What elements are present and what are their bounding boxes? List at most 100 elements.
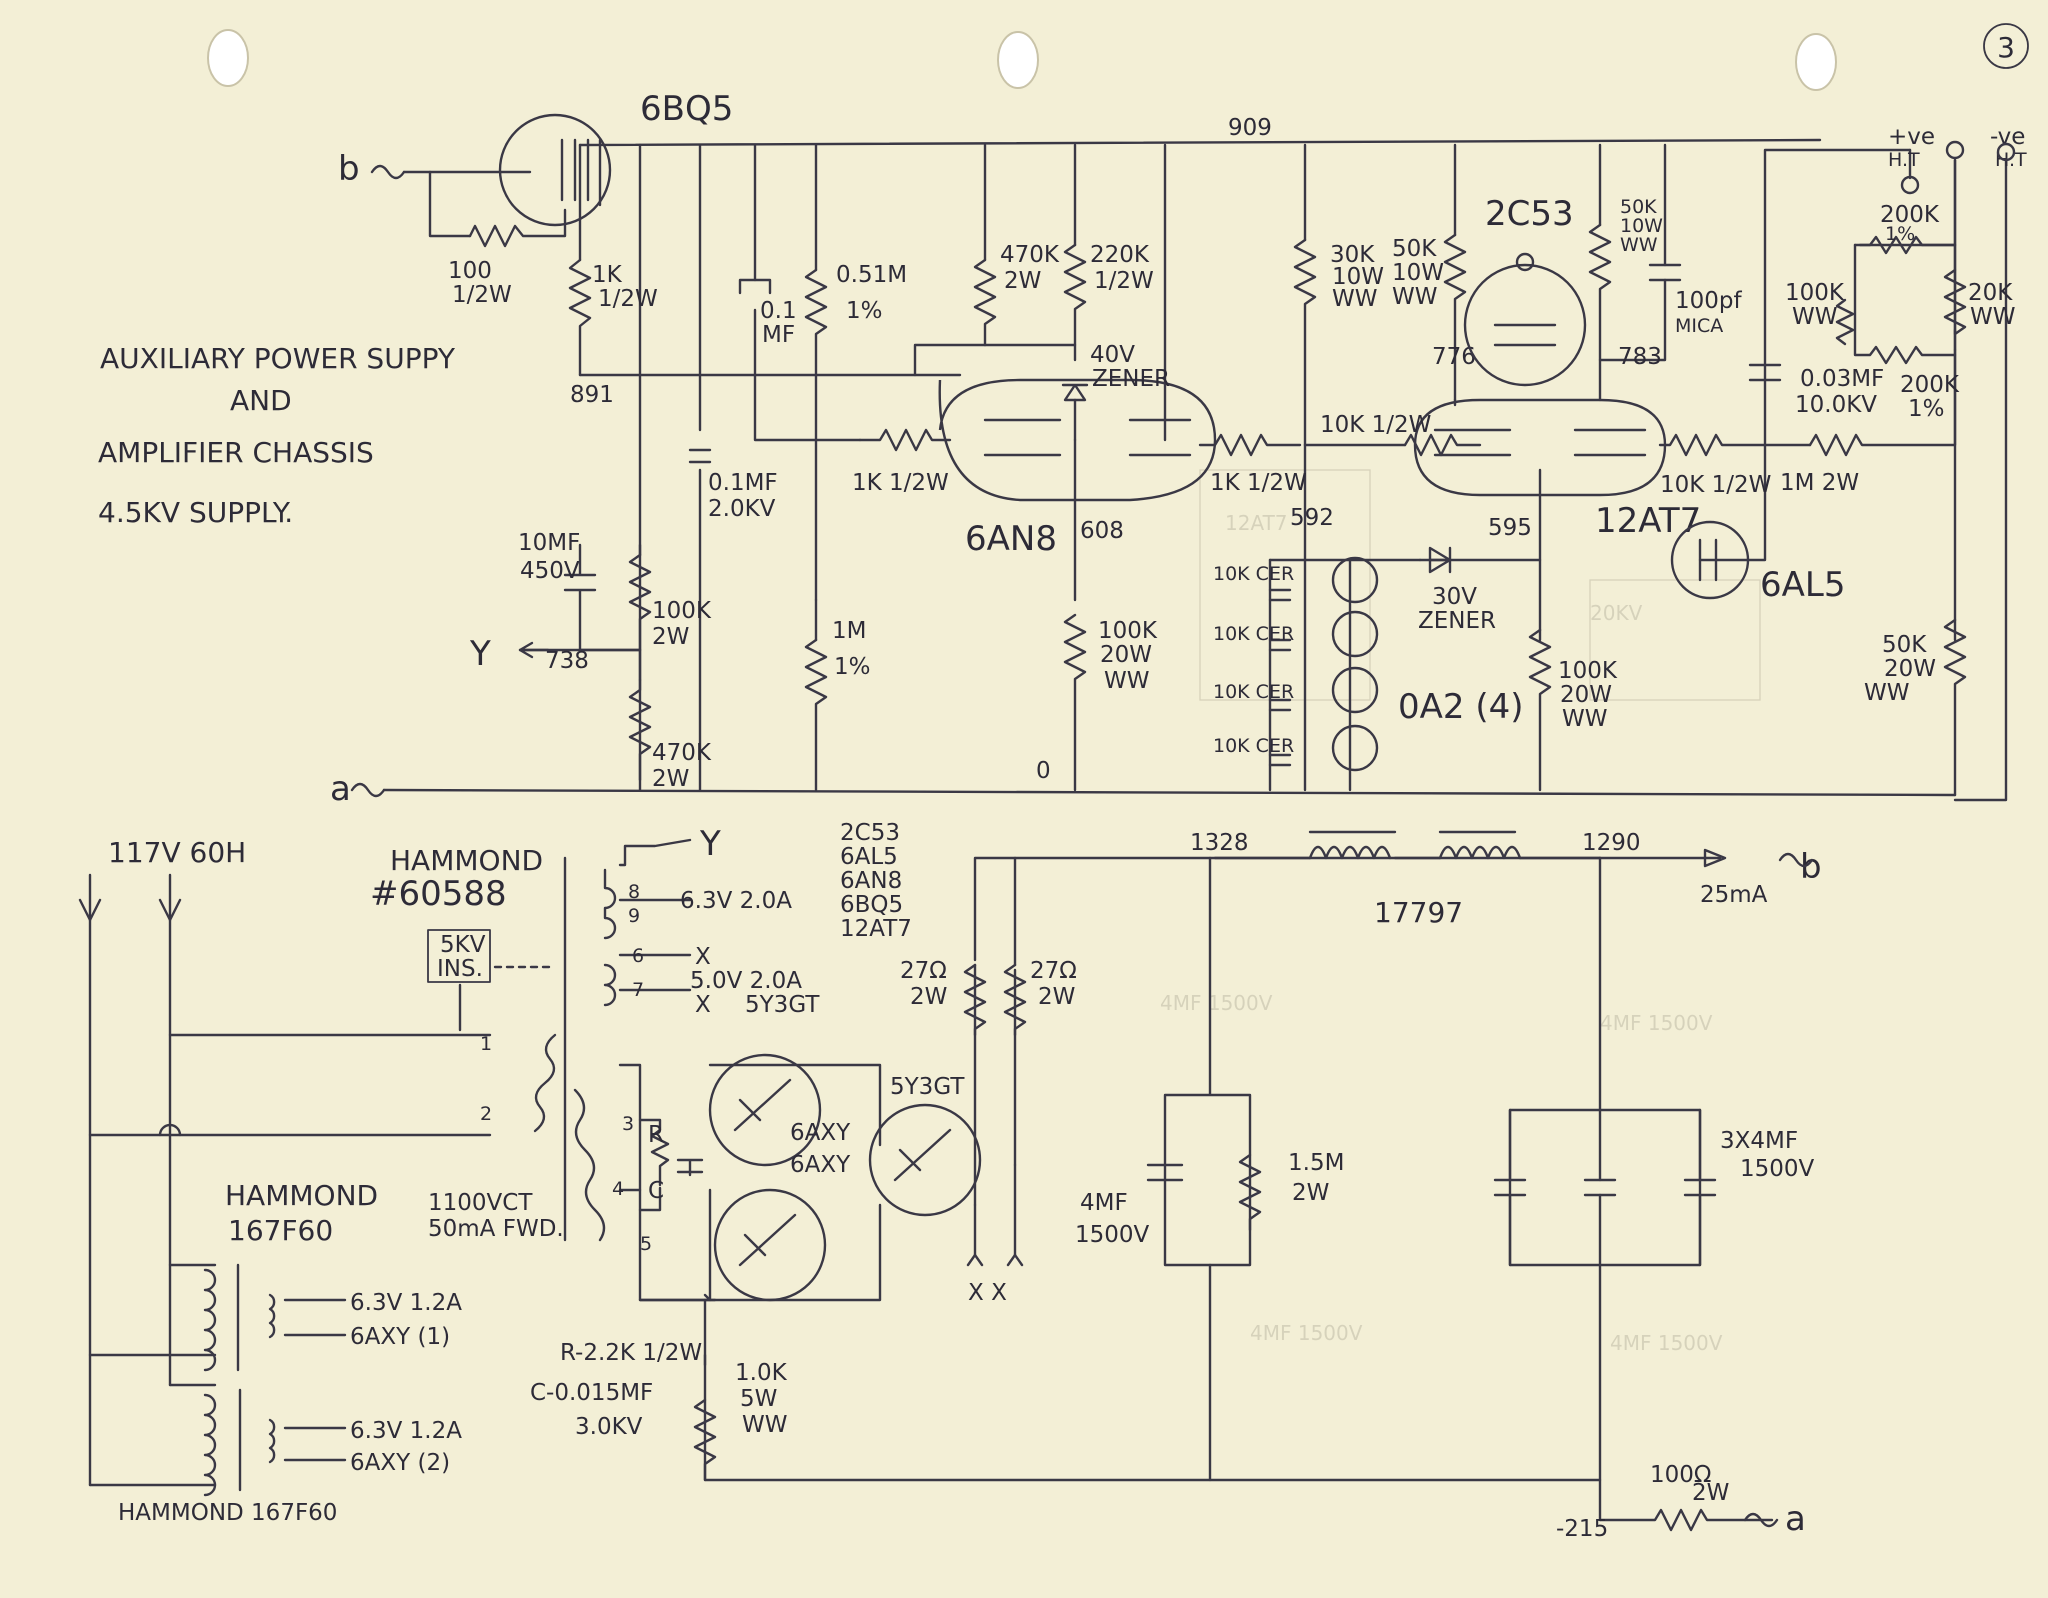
terminal-b: b [338,149,360,189]
r100k2w-value: 100K [652,598,712,624]
r50k20w-type: WW [1864,680,1909,706]
c003-value: 0.03MF [1800,366,1884,392]
bottom-labels: 117V 60H HAMMOND #60588 5KV INS. Y 6.3V … [108,820,1822,1542]
r50k-a-type: WW [1392,284,1437,310]
node-592: 592 [1290,505,1334,531]
terminal-sa: a [1785,1499,1806,1539]
r100k20w-rating: 20W [1100,642,1152,668]
rc-note-1: R-2.2K 1/2W [560,1340,702,1366]
node-m215: -215 [1556,1516,1608,1542]
c4uf-rating: 1500V [1075,1222,1150,1248]
r100-2w-rating: 2W [1692,1480,1729,1506]
r30k-type: WW [1332,286,1377,312]
c01-2kv-rating: 2.0KV [708,496,776,522]
heater-2-tube: 5Y3GT [745,992,820,1018]
r10k5w-rating: 5W [740,1386,777,1412]
node-labels: 909 891 738 608 0 776 783 592 595 [545,115,1662,784]
r100-2w-value: 100Ω [1650,1462,1711,1488]
r470k-b-value: 470K [652,740,712,766]
r200k-b-value: 200K [1900,372,1960,398]
hammond-2-l2: 167F60 [228,1214,333,1247]
note-line-1: AUXILIARY POWER SUPPY [100,342,456,375]
r10k5w-type: WW [742,1412,787,1438]
r50k20w-value: 50K [1882,632,1927,658]
tube-2c53: 2C53 [1463,194,1587,387]
pin-4: 4 [612,1178,624,1200]
hammond-2-l1: HAMMOND [225,1179,378,1212]
rc-note-2: C-0.015MF [530,1380,653,1406]
rc-r-label: R [648,1122,664,1148]
c4uf-value: 4MF [1080,1190,1128,1216]
r200k-b-rating: 1% [1908,396,1945,422]
c01-2kv-value: 0.1MF [708,470,778,496]
node-783: 783 [1618,344,1662,370]
ht-pos-l1: +ve [1888,124,1935,150]
r1k-top-rating: 1/2W [598,286,658,312]
ht-mid-terminal [1945,140,1965,160]
sb-break-mark [1778,852,1814,868]
r1k-a-label: 1K 1/2W [852,470,949,496]
tube-6al5: 6AL5 [1670,520,1845,605]
ins-box [427,929,491,983]
r1m2w-label: 1M 2W [1780,470,1859,496]
node-738: 738 [545,648,589,674]
top-wiring [350,138,2008,802]
r100k2w-rating: 2W [652,624,689,650]
svg-text:4MF 1500V: 4MF 1500V [1610,1331,1723,1355]
fil-1-l1: 6.3V 1.2A [350,1290,462,1316]
r100k20w-type: WW [1104,668,1149,694]
pin-6: 6 [632,945,644,967]
terminal-xx: X X [968,1280,1007,1306]
hammond-1-l2: #60588 [370,874,507,914]
r30k-rating: 10W [1332,264,1384,290]
r50k-a-rating: 10W [1392,260,1444,286]
choke-label: 17797 [1374,896,1463,929]
pin-9: 9 [628,905,640,927]
r470k-rating: 2W [1004,268,1041,294]
r50k-b-type: WW [1620,234,1658,256]
binder-holes [207,29,1837,91]
tube-5y3gt-label: 5Y3GT [890,1074,965,1100]
pin-5: 5 [640,1233,652,1255]
r15m-value: 1.5M [1288,1150,1344,1176]
r100k20w-b-rating: 20W [1560,682,1612,708]
c01-top-value: 0.1 [760,298,797,324]
r27a-value: 27Ω [900,958,947,984]
bottom-wiring [78,830,1774,1532]
node-595: 595 [1488,515,1532,541]
fil-2-l1: 6.3V 1.2A [350,1418,462,1444]
ht-pos-l2: H.T [1888,149,1920,171]
pin-7: 7 [632,979,644,1001]
tube-5y3gt [868,1103,982,1217]
node-909: 909 [1228,115,1272,141]
heater-tube-2: 6AL5 [840,844,898,870]
c100pf-type: MICA [1675,315,1723,337]
page-number-text: 3 [1997,31,2015,64]
r15m-rating: 2W [1292,1180,1329,1206]
node-1328: 1328 [1190,830,1249,856]
r1m-value: 1M [832,618,866,644]
r100k-ww-value: 100K [1785,280,1845,306]
tube-6axy-top [708,1053,822,1167]
ht-pos-terminal [1900,175,1920,195]
tube-6axy-bottom [713,1188,827,1302]
r50k-b-rating: 10W [1620,215,1663,237]
tube-6an8: 6AN8 [938,378,1217,559]
r27b-value: 27Ω [1030,958,1077,984]
r27b-rating: 2W [1038,984,1075,1010]
z30v-value: 30V [1432,584,1477,610]
mains-label: 117V 60H [108,836,246,869]
rc-note-3: 3.0KV [575,1414,643,1440]
r200k-top-rating: 1% [1885,223,1915,245]
tube-6axy-a-label: 6AXY [790,1120,851,1146]
svg-text:4MF 1500V: 4MF 1500V [1160,991,1273,1015]
r470k-value: 470K [1000,242,1060,268]
r100k-ww-type: WW [1792,304,1837,330]
ins-l1: 5KV [440,932,486,958]
r50k-a-value: 50K [1392,236,1437,262]
ht-terminals: +ve H.T -ve H.T [1888,124,2027,195]
c100pf-value: 100pf [1675,288,1742,314]
ht-neg-terminal [1996,142,2016,162]
z40v-value: 40V [1090,342,1135,368]
